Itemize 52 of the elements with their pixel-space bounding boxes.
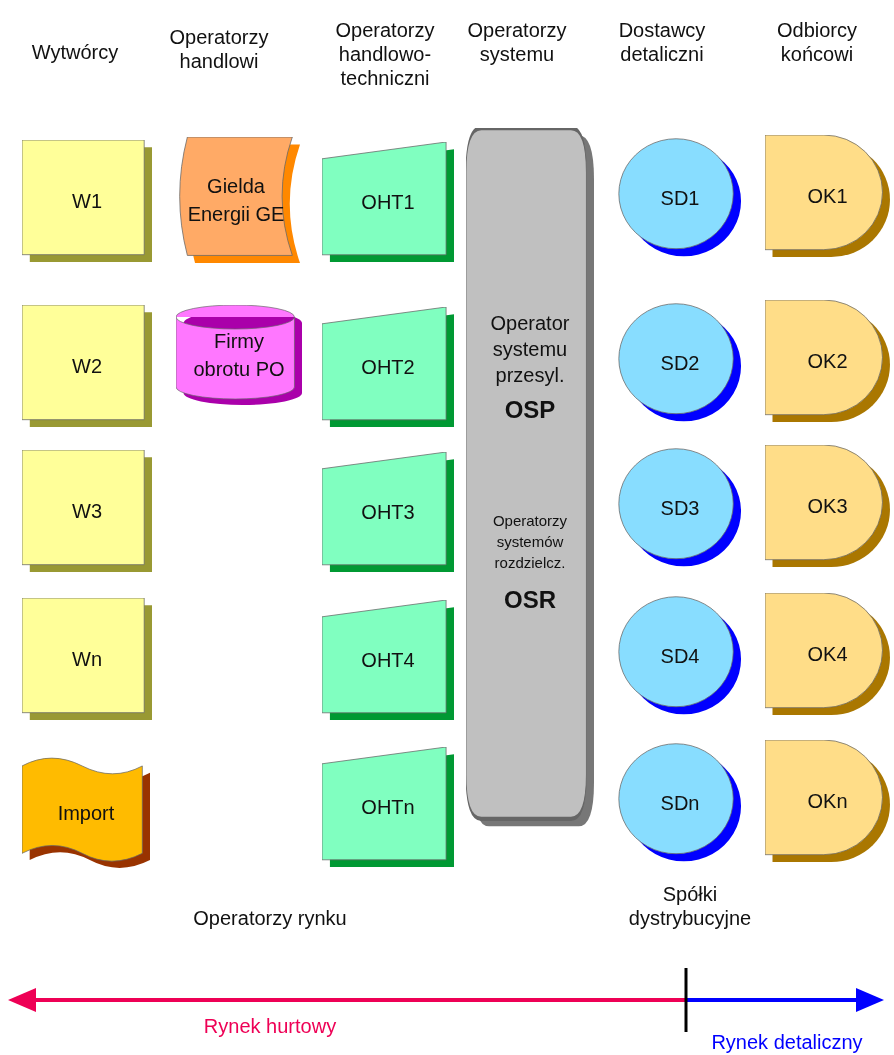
operator-box [322,142,454,262]
node-label: OHT2 [360,355,416,380]
operator-abbreviation: OSR [503,585,557,615]
market-label: Rynek hurtowy [202,1014,338,1038]
node-label: W2 [71,354,103,379]
node-label: SD4 [659,643,701,669]
node-label: OK1 [806,184,849,209]
generator-box [22,305,152,427]
group-label: Spółki dystrybucyjne [627,882,753,930]
market-label: Rynek detaliczny [710,1030,864,1054]
node-label: OHTn [360,795,416,820]
node-label: OK2 [806,349,849,374]
node-label: OK4 [806,642,849,667]
node-label: OHT3 [360,500,416,525]
trading-cylinder [176,305,302,405]
generator-box [22,140,152,262]
consumer-shape [765,135,890,257]
column-header: Operatorzy systemu [466,18,568,66]
operator-name: Operator systemu przesyl. [489,311,571,388]
node-label: SD2 [659,350,701,376]
operator-box [322,307,454,427]
column-header: Wytwórcy [30,40,120,64]
column-header: Operatorzy handlowi [168,25,270,73]
operator-abbreviation: OSP [503,395,557,425]
node-label: OHT4 [360,648,416,673]
operator-box [322,600,454,720]
import-flag [22,757,150,869]
node-label: SD1 [659,185,701,211]
node-label: Import [56,801,116,826]
node-label: OHT1 [360,190,416,215]
operator-box [322,747,454,867]
column-header: Dostawcy detaliczni [617,18,707,66]
operator-name: Operatorzy systemów rozdzielcz. [491,511,569,573]
column-header: Operatorzy handlowo-techniczni [334,18,436,90]
node-label: Wn [71,647,103,672]
node-label: OK3 [806,494,849,519]
group-label: Operatorzy rynku [192,906,348,930]
node-label: W1 [71,189,103,214]
consumer-shape [765,740,890,862]
consumer-shape [765,593,890,715]
generator-box [22,598,152,720]
consumer-shape [765,445,890,567]
operator-box [322,452,454,572]
column-header: Odbiorcy końcowi [776,18,858,66]
node-label: Gielda Energii GE [186,174,286,227]
node-label: SD3 [659,495,701,521]
node-label: OKn [806,789,849,814]
node-label: SDn [659,790,701,816]
consumer-shape [765,300,890,422]
generator-box [22,450,152,572]
node-label: Firmy obrotu PO [192,329,286,382]
node-label: W3 [71,499,103,524]
